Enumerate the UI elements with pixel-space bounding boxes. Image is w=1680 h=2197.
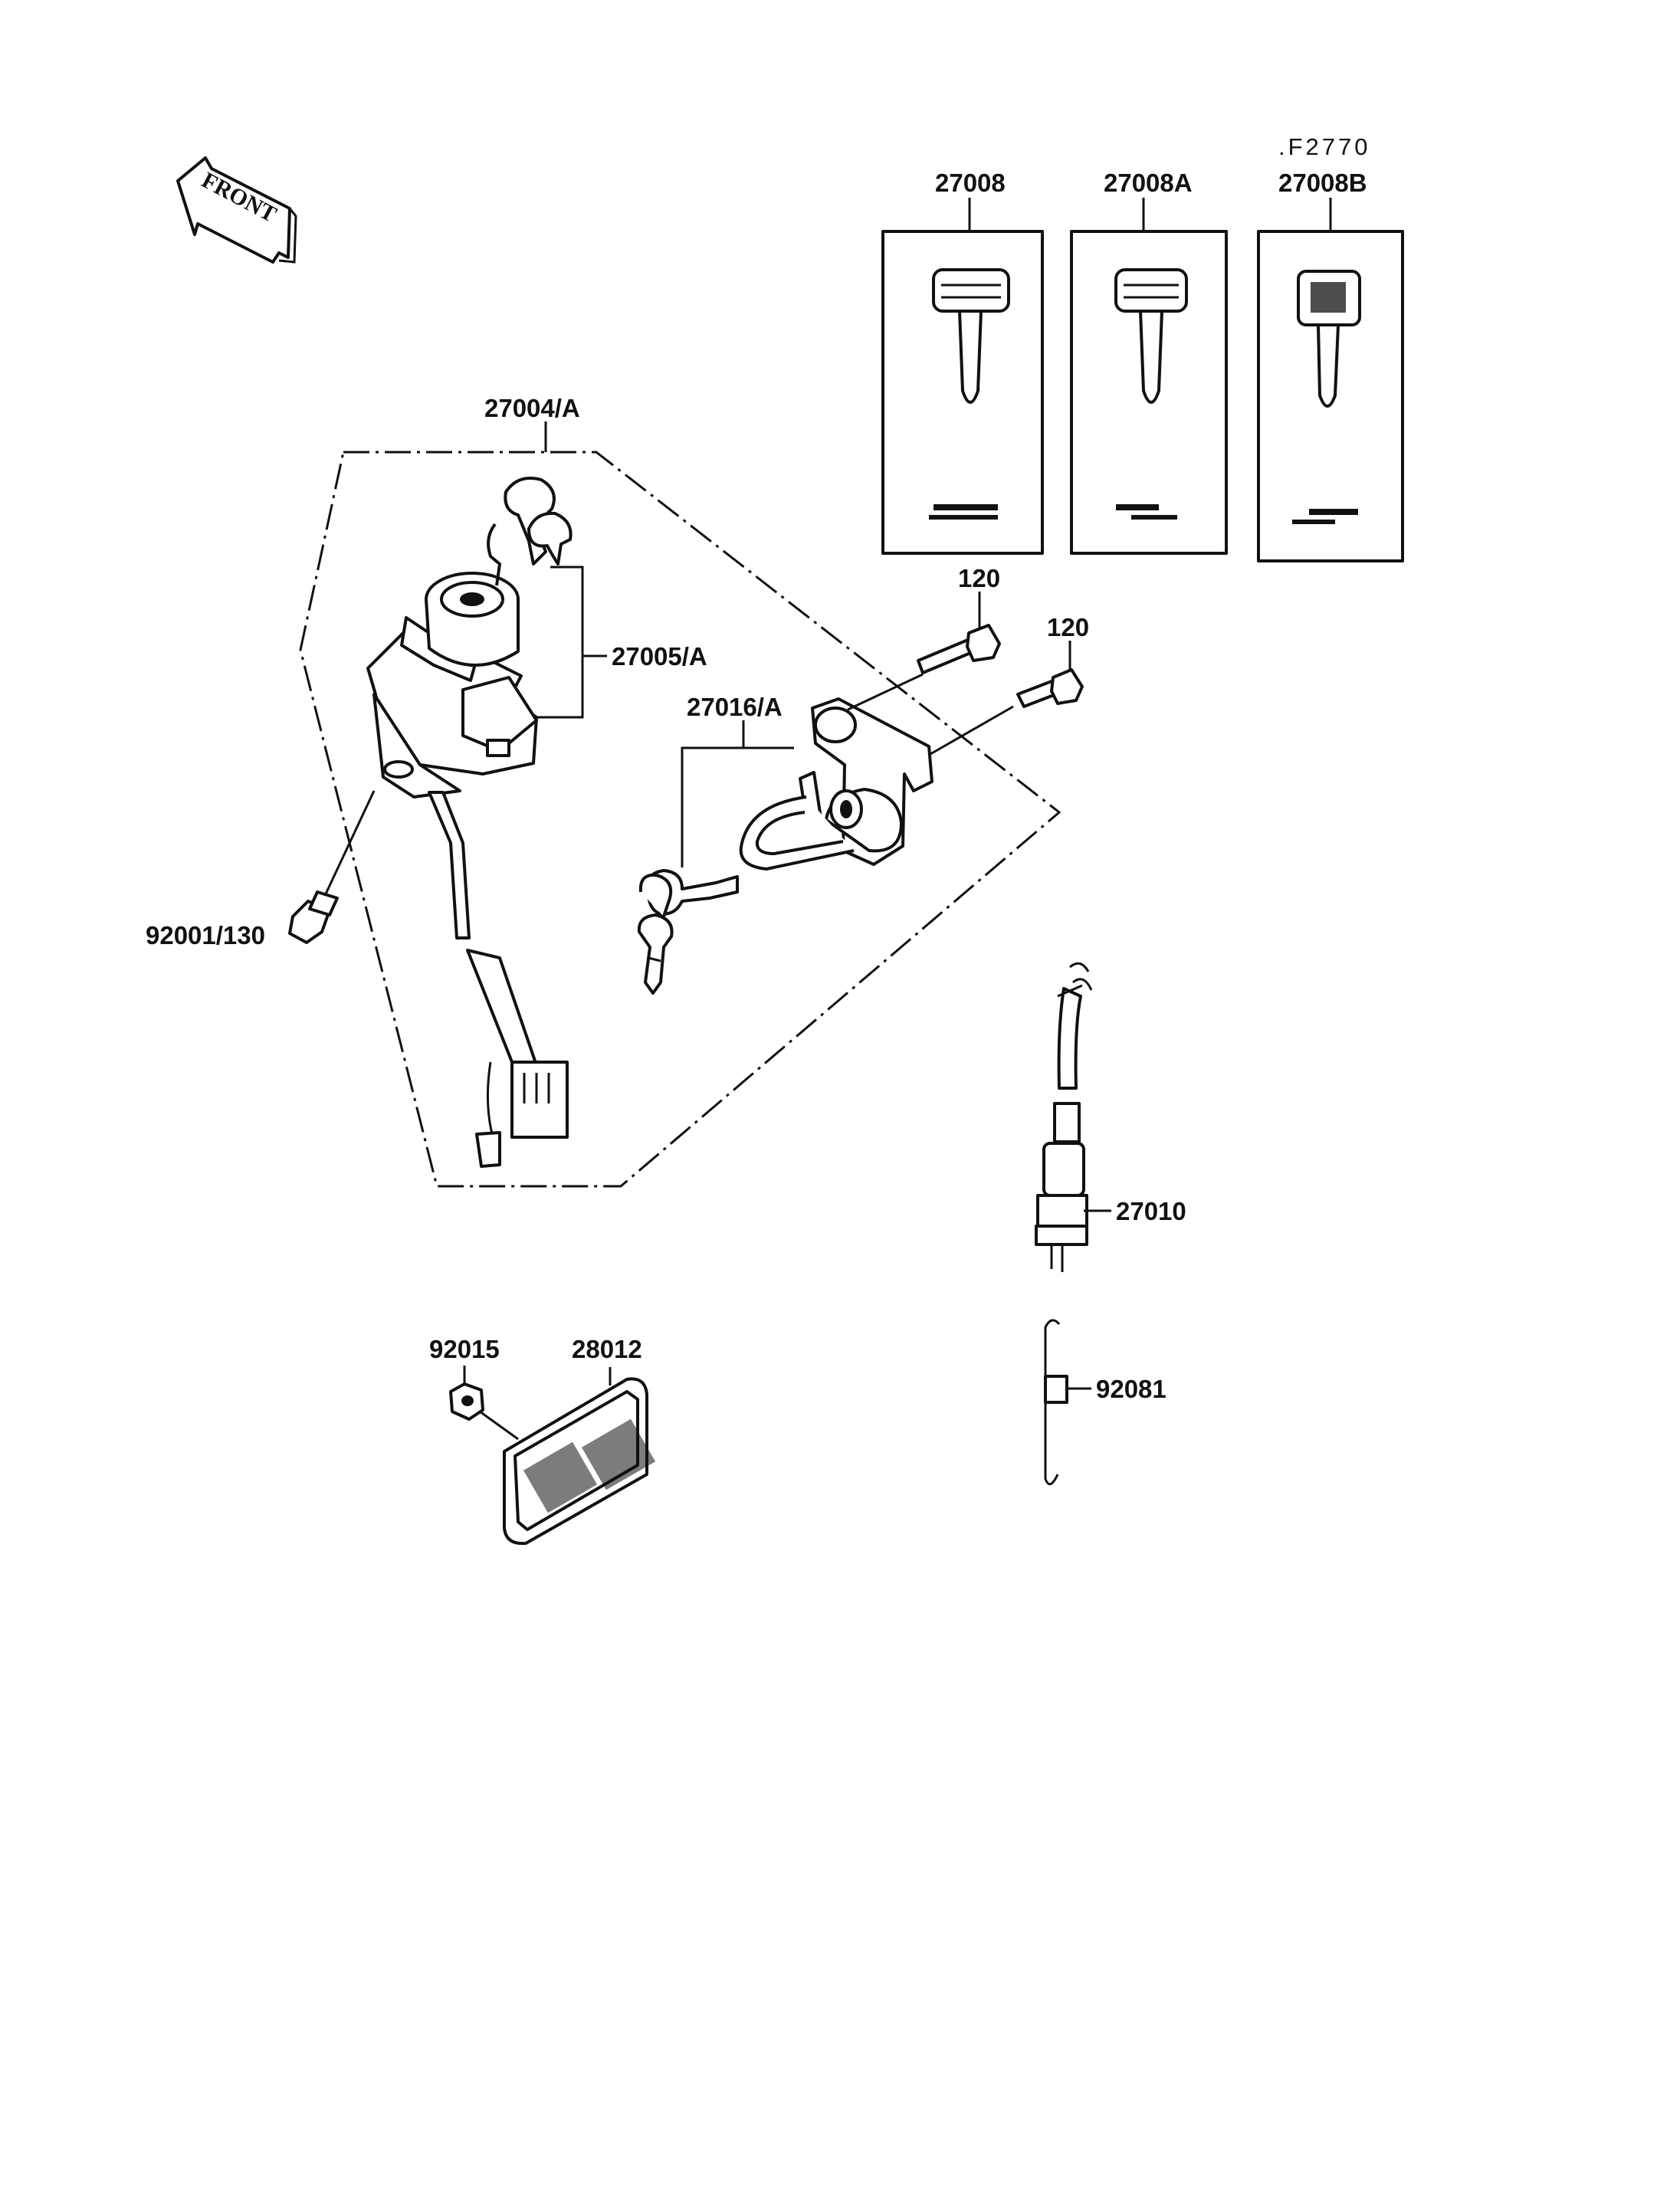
bracket-27005A	[536, 566, 584, 719]
label-27010: 27010	[1116, 1197, 1186, 1225]
label-92015: 92015	[429, 1335, 500, 1363]
label-92001-130: 92001/130	[146, 921, 265, 949]
helmet-lock	[637, 697, 934, 995]
key-card-27008A	[1070, 198, 1228, 555]
label-27008B: 27008B	[1278, 169, 1367, 197]
bracket-27016A	[681, 746, 794, 867]
label-27008A: 27008A	[1104, 169, 1193, 197]
front-arrow-icon: FRONT	[176, 156, 297, 264]
label-27016A: 27016/A	[687, 693, 783, 721]
assembly-boundary	[299, 451, 1061, 1188]
label-27004A: 27004/A	[484, 394, 580, 422]
label-27005A: 27005/A	[612, 642, 707, 671]
ignition-switch	[366, 421, 573, 1168]
key-card-27008B	[1257, 198, 1404, 562]
label-28012: 28012	[572, 1335, 642, 1363]
label-120-b: 120	[1047, 613, 1089, 641]
label-92081: 92081	[1096, 1375, 1166, 1403]
screw-120-a	[847, 592, 1001, 711]
nut-92015	[449, 1366, 519, 1441]
reflector-28012	[503, 1367, 656, 1546]
figure-code: .F2770	[1278, 133, 1371, 160]
label-120-a: 120	[958, 564, 1000, 592]
switch-27010	[1035, 962, 1111, 1272]
key-card-27008	[881, 198, 1044, 555]
screw-120-b	[930, 641, 1084, 756]
label-27008: 27008	[935, 169, 1006, 197]
bolt-92001	[288, 790, 376, 944]
clamp-92081	[1044, 1319, 1091, 1486]
